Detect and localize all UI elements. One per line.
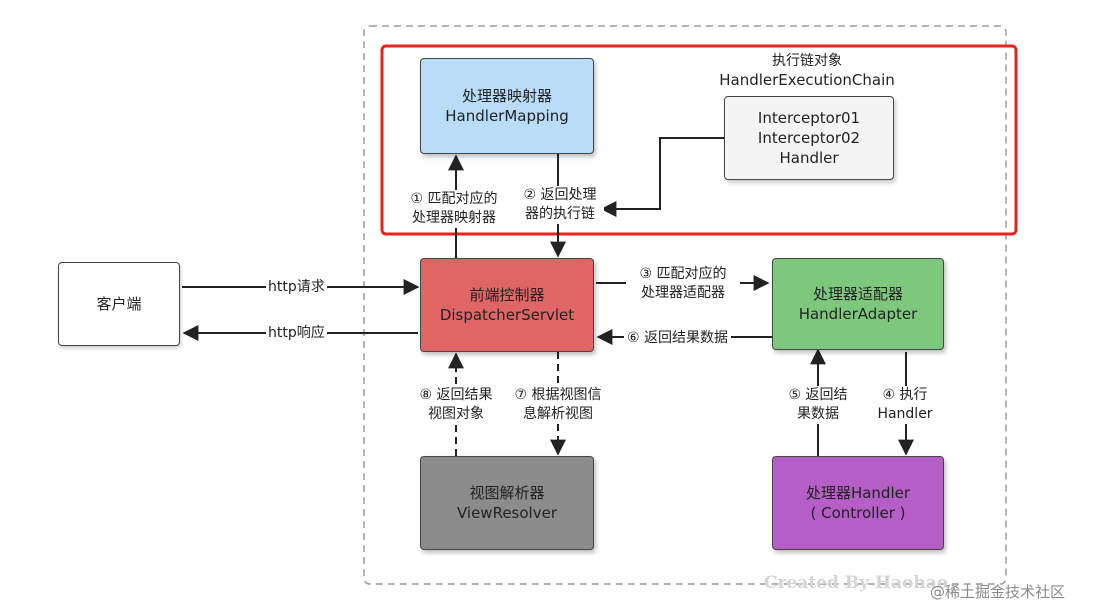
created-by-watermark: Created By Haohao — [764, 573, 949, 593]
step6-label: ⑥ 返回结果数据 — [624, 329, 732, 348]
handler-adapter-box[interactable]: 处理器适配器 HandlerAdapter — [772, 258, 944, 350]
client-box[interactable]: 客户端 — [58, 262, 180, 346]
view-resolver-box[interactable]: 视图解析器 ViewResolver — [420, 456, 594, 550]
chain-title: 执行链对象 HandlerExecutionChain — [712, 52, 902, 90]
step5-label: ⑤ 返回结 果数据 — [780, 386, 856, 424]
step1-label: ① 匹配对应的 处理器映射器 — [404, 190, 504, 228]
chain-handler: Handler — [779, 149, 839, 167]
handler-controller-box[interactable]: 处理器Handler ( Controller ) — [772, 456, 944, 550]
step4-label: ④ 执行 Handler — [868, 386, 942, 424]
step8-label: ⑧ 返回结果 视图对象 — [408, 386, 504, 424]
handler-mapping-en: HandlerMapping — [445, 107, 569, 125]
http-response-label: http响应 — [266, 324, 327, 343]
dispatcher-zh: 前端控制器 — [469, 286, 545, 304]
step5-line2: 果数据 — [797, 406, 839, 422]
step5-line1: ⑤ 返回结 — [788, 387, 848, 403]
handler-adapter-zh: 处理器适配器 — [812, 285, 903, 303]
highlight-frame — [380, 44, 1018, 236]
step3-label: ③ 匹配对应的 处理器适配器 — [626, 265, 740, 303]
handler-controller: ( Controller ) — [810, 504, 906, 522]
handler-adapter-en: HandlerAdapter — [798, 305, 918, 323]
step2-line2: 器的执行链 — [525, 206, 595, 222]
handler-mapping-box[interactable]: 处理器映射器 HandlerMapping — [420, 58, 594, 154]
handler-mapping-zh: 处理器映射器 — [461, 87, 552, 105]
chain-interceptor02: Interceptor02 — [757, 129, 861, 147]
chain-title-zh: 执行链对象 — [772, 53, 842, 69]
execution-chain-box[interactable]: Interceptor01 Interceptor02 Handler — [724, 96, 894, 180]
chain-interceptor01: Interceptor01 — [757, 109, 861, 127]
client-label: 客户端 — [96, 295, 142, 313]
dispatcher-en: DispatcherServlet — [439, 306, 575, 324]
handler-zh: 处理器Handler — [805, 484, 911, 502]
step7-label: ⑦ 根据视图信 息解析视图 — [506, 386, 610, 424]
step4-line1: ④ 执行 — [882, 387, 928, 403]
step3-line2: 处理器适配器 — [641, 285, 725, 301]
step2-line1: ② 返回处理 — [523, 187, 597, 203]
http-request-label: http请求 — [266, 278, 327, 297]
step1-line1: ① 匹配对应的 — [410, 191, 498, 207]
arrow-chain — [600, 137, 724, 217]
dispatcher-servlet-box[interactable]: 前端控制器 DispatcherServlet — [420, 258, 594, 352]
outer-dashed-frame — [363, 25, 1007, 585]
step4-line2: Handler — [877, 406, 933, 422]
view-resolver-zh: 视图解析器 — [469, 484, 545, 502]
site-watermark: @稀土掘金技术社区 — [930, 583, 1066, 601]
chain-title-en: HandlerExecutionChain — [719, 71, 895, 89]
step3-line1: ③ 匹配对应的 — [639, 266, 727, 282]
step8-line1: ⑧ 返回结果 — [419, 387, 493, 403]
step2-label: ② 返回处理 器的执行链 — [516, 186, 604, 224]
step8-line2: 视图对象 — [428, 406, 484, 422]
step1-line2: 处理器映射器 — [412, 210, 496, 226]
step7-line1: ⑦ 根据视图信 — [514, 387, 602, 403]
step7-line2: 息解析视图 — [523, 406, 593, 422]
view-resolver-en: ViewResolver — [456, 504, 557, 522]
